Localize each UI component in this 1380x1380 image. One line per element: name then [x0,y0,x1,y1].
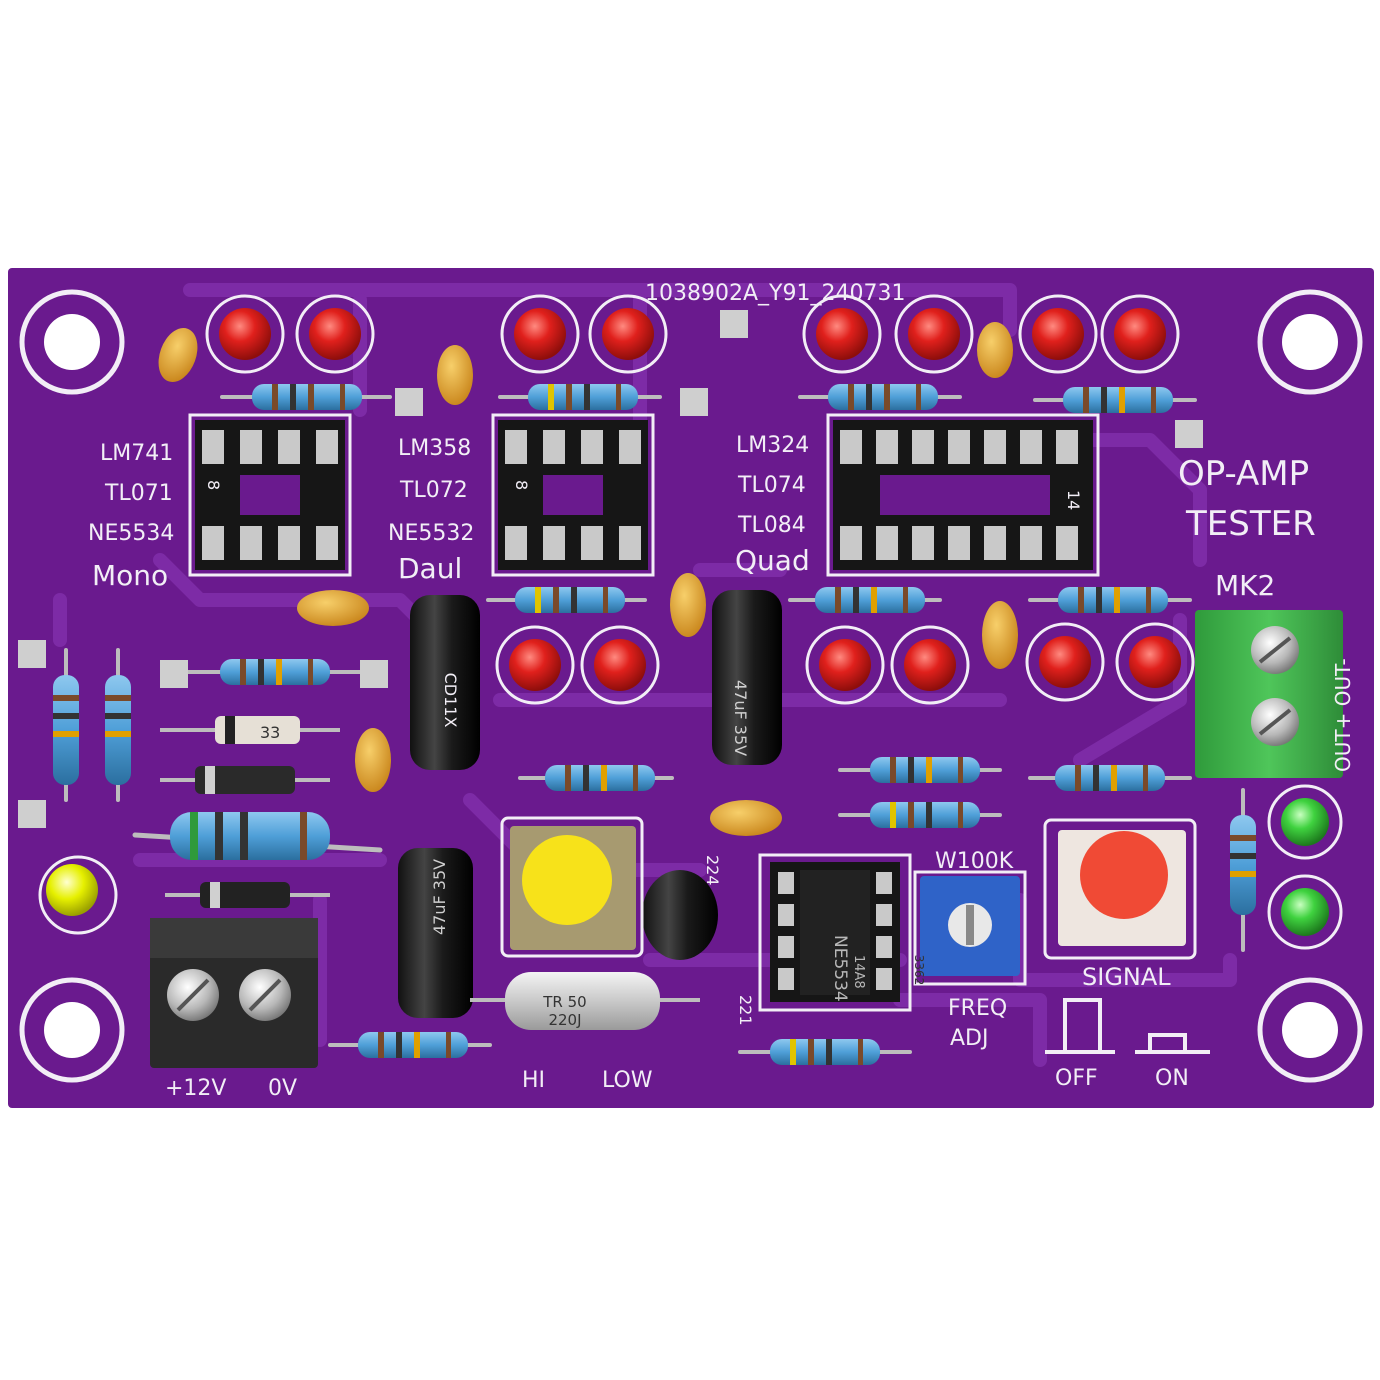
range-push-button[interactable] [500,816,644,958]
svg-text:CD11X: CD11X [441,673,460,728]
output-terminal[interactable] [1195,610,1343,778]
quad-chip-2: TL074 [737,473,806,498]
dual-chip-3: NE5532 [388,521,474,546]
quad-chip-1: LM324 [736,433,809,458]
ic-socket-mono[interactable] [188,413,352,577]
cap-small-code: 224 [703,855,722,886]
power-terminal[interactable] [150,918,318,1068]
mono-chip-1: LM741 [100,441,173,466]
mono-chip-2: TL071 [104,481,173,506]
mono-label: Mono [92,559,168,592]
ic-socket-quad[interactable] [826,413,1100,577]
version-label: MK2 [1215,569,1275,602]
electrolytic-cap-2 [712,590,782,765]
dual-pin8: 8 [512,480,531,490]
red-leds [205,294,1195,705]
ic-marking-1: NE5534 [830,935,850,1002]
electrolytic-cap-3 [398,848,473,1018]
diode-code: 33 [260,723,280,742]
silkscreen-text: 1038902A_Y91_240731 LM741 TL071 NE5534 M… [88,281,1355,1101]
resistors [53,384,1256,1065]
quad-label: Quad [735,544,810,577]
trimmer-code: 3362 [912,955,926,986]
power-gnd-label: 0V [268,1076,297,1101]
range-hi-label: HI [522,1068,545,1093]
freq-label-2: ADJ [950,1026,988,1051]
cap-221-label: 221 [736,995,755,1026]
film-cap-line-2: 220J [548,1011,581,1029]
film-cap-line-1: TR 50 [542,993,586,1011]
signal-label: SIGNAL [1082,963,1171,991]
electrolytic-cap-small [642,870,718,960]
trimmer-label: W100K [935,849,1014,874]
ic-marking-2: 14A8 [851,955,866,989]
status-leds [38,784,1343,950]
electrolytic-cap-1: CD11X [410,595,480,770]
mono-chip-3: NE5534 [88,521,174,546]
switch-off-label: OFF [1055,1066,1098,1091]
diodes [160,716,340,908]
quad-chip-3: TL084 [737,513,806,538]
mounting-holes [19,289,1363,1083]
board-part-code: 1038902A_Y91_240731 [645,281,905,306]
title-line-1: OP-AMP [1178,454,1309,494]
output-label: OUT+ OUT- [1331,658,1355,772]
ceramic-capacitors [158,322,1018,836]
dual-label: Daul [398,552,462,585]
quad-pin14: 14 [1064,490,1083,510]
cap-47uf-label-2: 47uF 35V [430,859,449,935]
title-line-2: TESTER [1185,504,1316,544]
signal-push-button[interactable] [1043,818,1197,960]
film-capacitor [470,972,700,1030]
mono-pin8: 8 [204,480,223,490]
switch-symbols [1045,998,1210,1054]
power-plus-label: +12V [165,1076,226,1101]
cap-47uf-label: 47uF 35V [731,680,750,756]
freq-label-1: FREQ [948,996,1007,1021]
ne5534-chip [758,853,912,1012]
range-low-label: LOW [602,1068,653,1093]
ic-socket-dual[interactable] [491,413,655,577]
freq-trimmer[interactable] [913,870,1027,986]
solder-pads [18,310,1203,828]
dual-chip-2: TL072 [399,478,468,503]
dual-chip-1: LM358 [398,436,471,461]
switch-on-label: ON [1155,1066,1189,1091]
